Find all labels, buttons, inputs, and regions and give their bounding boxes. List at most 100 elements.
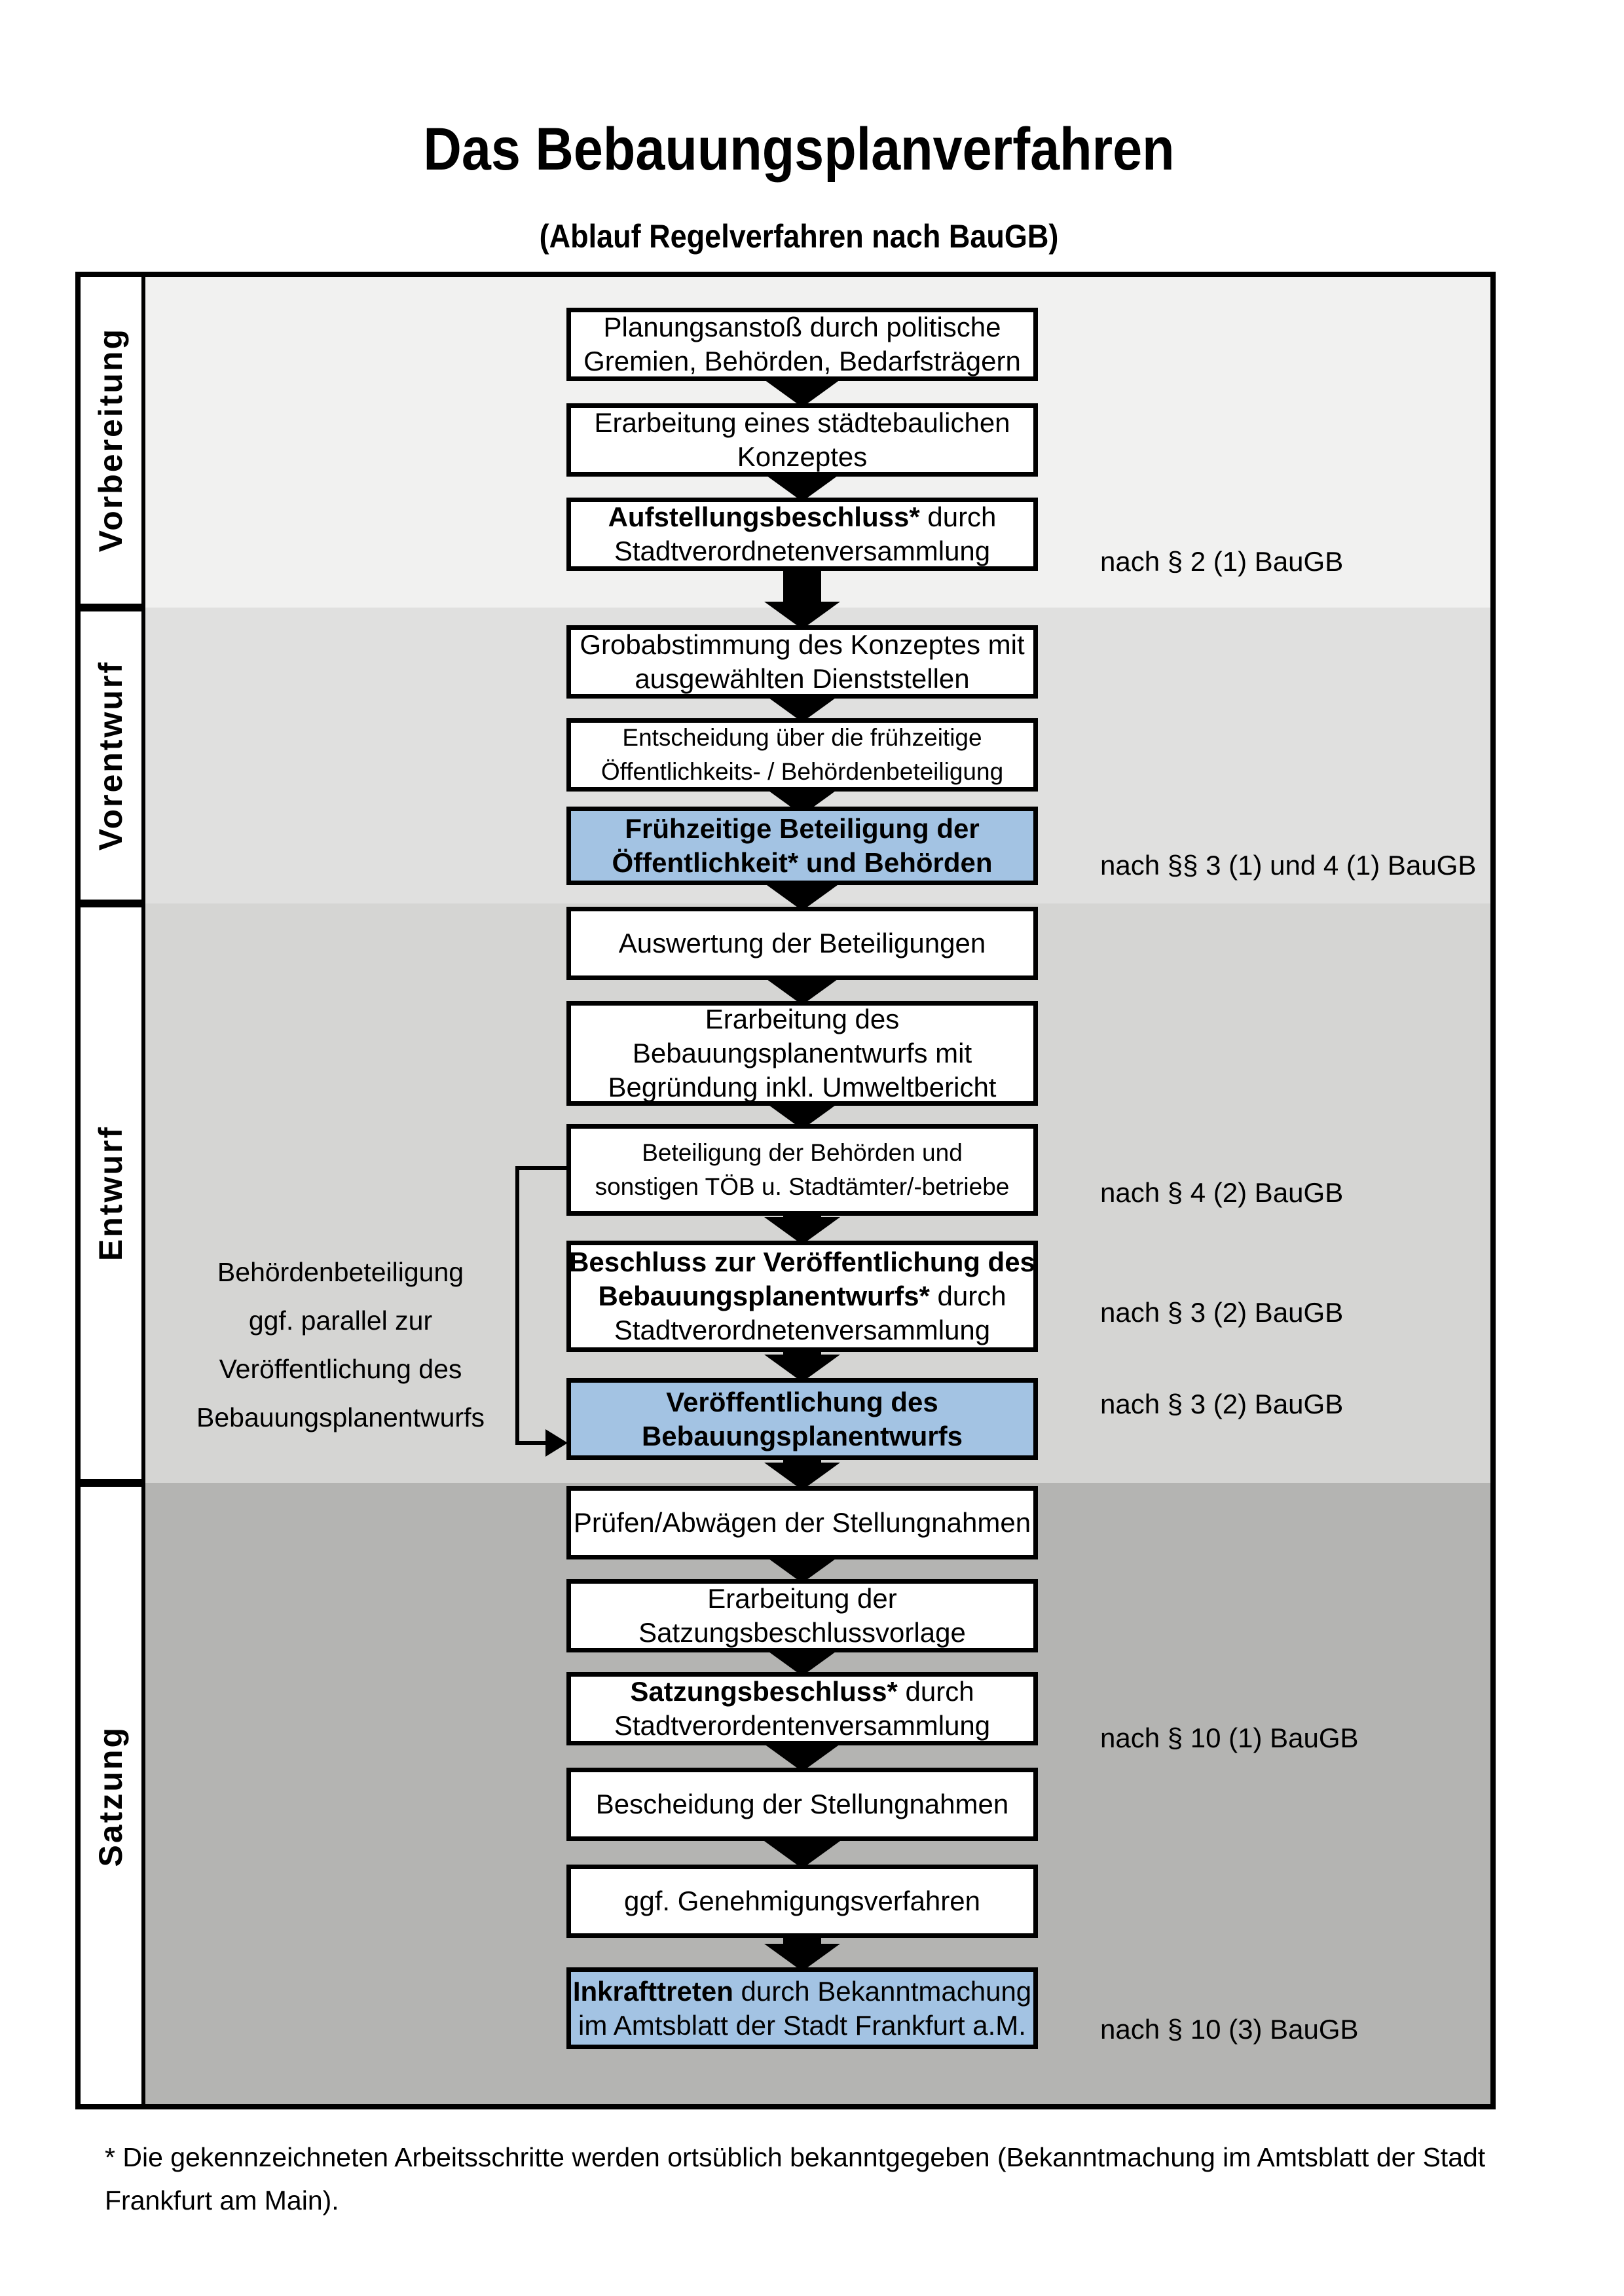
box-line: Aufstellungsbeschluss* durch	[608, 500, 997, 534]
side-note-line: Veröffentlichung des	[219, 1354, 462, 1384]
box-line: Stadtverordnetenversammlung	[614, 1313, 990, 1347]
box-text-segment: durch	[919, 501, 997, 532]
box-text-segment: sonstigen TÖB u. Stadtämter/-betriebe	[595, 1173, 1010, 1200]
flow-arrow-down-icon	[764, 473, 840, 501]
connector-line-horizontal-bottom	[515, 1441, 549, 1445]
box-text-segment: Bebauungsplanentwurfs mit	[632, 1038, 972, 1068]
flow-box-genehmigungsverfahren: ggf. Genehmigungsverfahren	[566, 1865, 1038, 1938]
flow-arrow-down-icon	[764, 695, 840, 722]
legal-reference-label: nach §§ 3 (1) und 4 (1) BauGB	[1100, 850, 1477, 881]
connector-line-horizontal-top	[515, 1166, 566, 1170]
side-note-line: ggf. parallel zur	[248, 1305, 433, 1336]
box-line: Erarbeitung eines städtebaulichen	[594, 406, 1010, 440]
box-text-segment: Erarbeitung des	[705, 1004, 900, 1034]
legal-reference-label: nach § 10 (3) BauGB	[1100, 2014, 1359, 2045]
legal-reference-label: nach § 10 (1) BauGB	[1100, 1722, 1359, 1753]
box-line: Bebauungsplanentwurfs	[642, 1419, 963, 1453]
side-note-line: Behördenbeteiligung	[217, 1257, 464, 1287]
phase-cell-vorbereitung: Vorbereitung	[75, 272, 145, 608]
flow-arrow-down-icon	[764, 1556, 840, 1583]
box-line: Stadtverordentenversammlung	[614, 1709, 990, 1743]
box-line: Grobabstimmung des Konzeptes mit	[580, 628, 1024, 662]
box-text-segment: Planungsanstoß durch politische	[603, 312, 1001, 342]
box-text-segment: Aufstellungsbeschluss*	[608, 501, 920, 532]
flow-arrow-down-icon	[764, 1348, 840, 1382]
box-line: Öffentlichkeit* und Behörden	[612, 846, 992, 880]
box-line: ggf. Genehmigungsverfahren	[624, 1884, 980, 1918]
box-line: Bebauungsplanentwurfs mit	[633, 1036, 972, 1070]
box-text-segment: Erarbeitung eines städtebaulichen	[594, 407, 1010, 438]
box-line: Veröffentlichung des	[666, 1385, 938, 1419]
box-line: Beschluss zur Veröffentlichung des	[569, 1245, 1035, 1279]
legal-reference-label: nach § 3 (2) BauGB	[1100, 1389, 1344, 1419]
box-line: Erarbeitung des	[705, 1002, 900, 1036]
box-text-segment: ausgewählten Dienststellen	[635, 663, 970, 694]
box-line: Satzungsbeschluss* durch	[630, 1675, 974, 1709]
box-text-segment: Bebauungsplanentwurfs	[641, 1420, 963, 1451]
flow-arrow-down-icon	[764, 1212, 840, 1245]
box-text-segment: Stadtverordentenversammlung	[614, 1710, 991, 1741]
box-text-segment: Frühzeitige Beteiligung der	[625, 813, 980, 844]
box-line: sonstigen TÖB u. Stadtämter/-betriebe	[595, 1170, 1010, 1204]
flow-arrow-down-icon	[764, 1649, 840, 1676]
box-line: Beteiligung der Behörden und	[642, 1136, 963, 1170]
box-text-segment: Stadtverordnetenversammlung	[614, 536, 991, 566]
box-text-segment: Öffentlichkeits- / Behördenbeteiligung	[600, 758, 1004, 785]
box-text-segment: im Amtsblatt der Stadt Frankfurt a.M.	[578, 2009, 1026, 2041]
box-line: Öffentlichkeits- / Behördenbeteiligung	[601, 755, 1003, 789]
phase-label-vorbereitung: Vorbereitung	[92, 327, 129, 553]
box-line: Planungsanstoß durch politische	[603, 310, 1001, 344]
phase-label-entwurf: Entwurf	[92, 1125, 129, 1262]
box-line: Bebauungsplanentwurfs* durch	[598, 1279, 1006, 1313]
box-text-segment: durch	[897, 1676, 974, 1707]
phase-cell-vorentwurf: Vorentwurf	[75, 608, 145, 903]
arrow-stem	[783, 567, 821, 602]
box-text-segment: Prüfen/Abwägen der Stellungnahmen	[573, 1507, 1031, 1538]
box-line: ausgewählten Dienststellen	[635, 662, 969, 696]
box-line: Bescheidung der Stellungnahmen	[596, 1787, 1008, 1821]
box-text-segment: Inkrafttreten	[572, 1975, 733, 2007]
box-text-segment: durch Bekanntmachung	[733, 1975, 1032, 2007]
box-text-segment: durch	[929, 1281, 1006, 1311]
box-text-segment: Beschluss zur Veröffentlichung des	[569, 1247, 1035, 1277]
flow-box-bescheidung-stellungnahmen: Bescheidung der Stellungnahmen	[566, 1768, 1038, 1841]
box-line: im Amtsblatt der Stadt Frankfurt a.M.	[578, 2009, 1026, 2043]
box-text-segment: Begründung inkl. Umweltbericht	[608, 1072, 997, 1102]
box-line: Satzungsbeschlussvorlage	[638, 1616, 966, 1650]
box-line: Entscheidung über die frühzeitige	[622, 721, 982, 755]
box-text-segment: Auswertung der Beteiligungen	[618, 928, 986, 958]
phase-cell-satzung: Satzung	[75, 1483, 145, 2109]
box-text-segment: Stadtverordnetenversammlung	[614, 1315, 991, 1345]
legal-reference-label: nach § 3 (2) BauGB	[1100, 1297, 1344, 1328]
box-line: Erarbeitung der	[707, 1582, 897, 1616]
legal-reference-label: nach § 4 (2) BauGB	[1100, 1177, 1344, 1208]
box-text-segment: Satzungsbeschluss*	[630, 1676, 898, 1707]
flow-box-auswertung-beteiligungen: Auswertung der Beteiligungen	[566, 907, 1038, 980]
connector-line-vertical	[515, 1166, 519, 1445]
flow-arrow-down-icon	[764, 1837, 840, 1868]
footnote-line: Frankfurt am Main).	[105, 2185, 339, 2215]
box-text-segment: Konzeptes	[737, 441, 868, 472]
page-subtitle: (Ablauf Regelverfahren nach BauGB)	[539, 218, 1059, 255]
box-text-segment: Veröffentlichung des	[666, 1386, 938, 1417]
box-text-segment: Beteiligung der Behörden und	[642, 1139, 963, 1166]
flow-box-pruefen-abwaegen-stellungnahmen: Prüfen/Abwägen der Stellungnahmen	[566, 1486, 1038, 1559]
flow-arrow-down-icon	[764, 567, 840, 629]
flow-arrow-down-icon	[764, 1934, 840, 1971]
box-text-segment: Bescheidung der Stellungnahmen	[595, 1789, 1009, 1819]
box-text-segment: Satzungsbeschlussvorlage	[638, 1617, 966, 1648]
footnote-line: * Die gekennzeichneten Arbeitsschritte w…	[105, 2142, 1486, 2172]
phase-label-satzung: Satzung	[92, 1725, 129, 1867]
flow-box-beteiligung-behoerden-toeb: Beteiligung der Behörden und sonstigen TÖ…	[566, 1124, 1038, 1216]
